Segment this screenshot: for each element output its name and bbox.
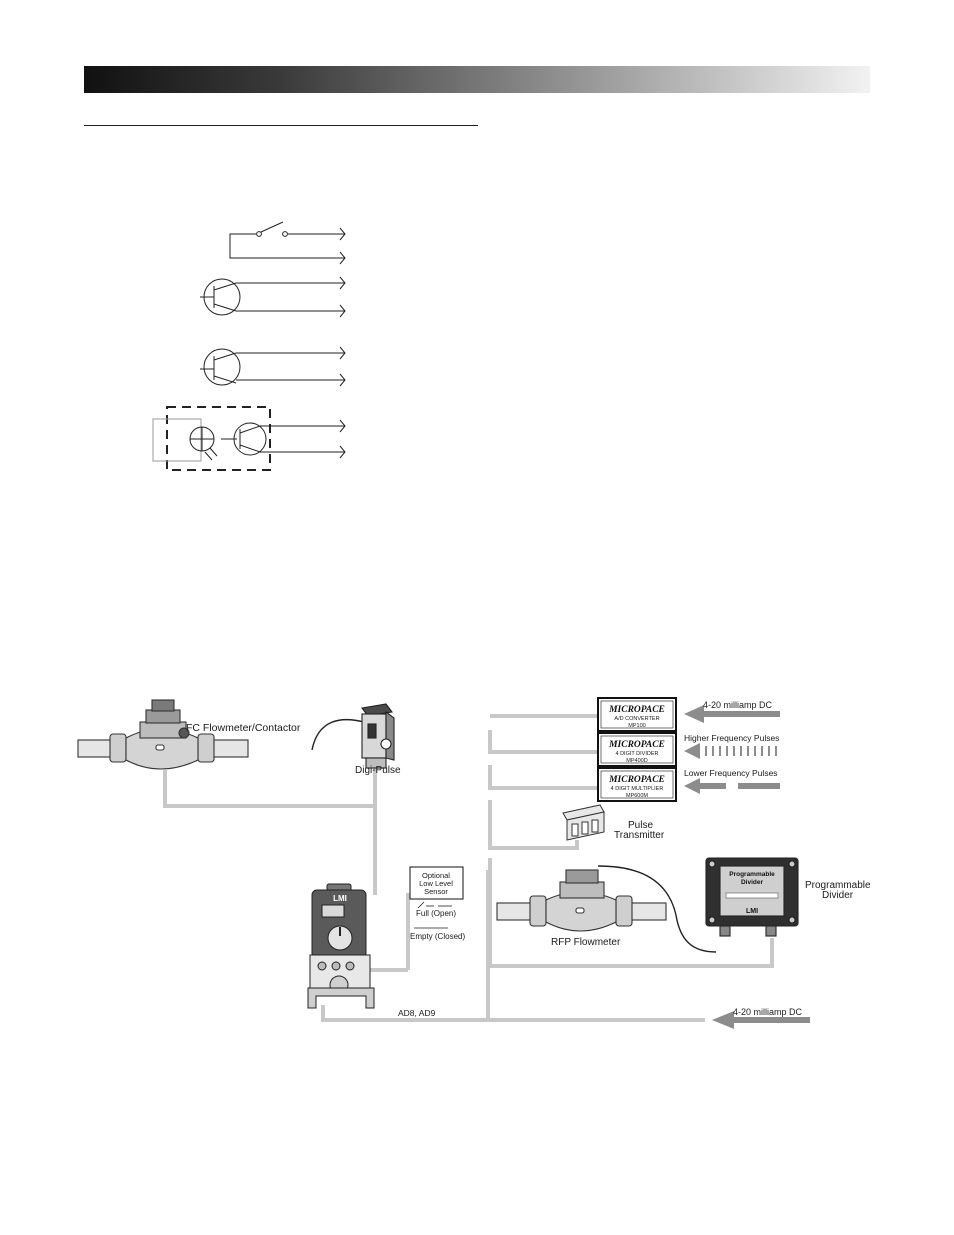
sensor-label-3: Sensor: [424, 887, 448, 896]
milliamp-label-top: 4-20 milliamp DC: [703, 700, 773, 710]
pulse-transmitter-label-2: Transmitter: [614, 830, 665, 841]
divider-box-brand: LMI: [746, 908, 758, 915]
low-level-sensor-box: Optional Low Level Sensor: [409, 866, 464, 900]
pulse-transmitter-label-1: Pulse: [628, 820, 653, 831]
rfp-flowmeter-drawing: [496, 865, 717, 953]
programmable-divider-drawing: [705, 857, 799, 937]
milliamp-arrow-top: [684, 705, 780, 723]
metering-pump-drawing: [307, 883, 375, 1009]
mp400d-type: 4 DIGIT DIVIDER: [616, 751, 659, 757]
divider-box-label-2: Divider: [741, 879, 764, 886]
mp600m-type: 4 DIGIT MULTIPLIER: [611, 786, 664, 792]
fc-flowmeter-label: FC Flowmeter/Contactor: [186, 722, 301, 734]
milliamp-label-bottom: 4-20 milliamp DC: [733, 1007, 803, 1017]
milliamp-arrow-bottom: [712, 1011, 810, 1029]
pump-brand-logo: LMI: [333, 894, 347, 903]
connection-wires: [163, 714, 774, 1022]
higher-frequency-label: Higher Frequency Pulses: [684, 733, 779, 743]
digi-pulse-label: Digi-Pulse: [355, 765, 401, 776]
sensor-label-1: Optional: [422, 871, 450, 880]
sensor-switch-symbols: [414, 901, 452, 929]
micropace-mp400d-module: MICROPACE 4 DIGIT DIVIDER MP400D: [597, 732, 677, 767]
pulse-transmitter-drawing: [562, 804, 605, 841]
lower-frequency-label: Lower Frequency Pulses: [684, 768, 778, 778]
micropace-mp100-module: MICROPACE A/D CONVERTER MP100: [597, 697, 677, 732]
sensor-label-2: Low Level: [419, 879, 453, 888]
programmable-divider-label-1: Programmable: [805, 880, 871, 891]
rfp-flowmeter-label: RFP Flowmeter: [551, 937, 621, 948]
empty-closed-label: Empty (Closed): [410, 932, 465, 941]
full-open-label: Full (Open): [416, 909, 456, 918]
open-collector-npn-schematic: [200, 276, 346, 318]
mp600m-model: MP600M: [626, 793, 648, 799]
mp100-brand: MICROPACE: [608, 705, 665, 715]
mp100-model: MP100: [628, 723, 645, 729]
higher-frequency-arrow: [684, 743, 777, 759]
contact-closure-schematic: [229, 221, 346, 265]
lower-frequency-arrow: [684, 778, 780, 794]
section-header-bar: [84, 66, 870, 93]
programmable-divider-label-2: Divider: [822, 890, 854, 901]
hall-effect-sensor-schematic: [152, 406, 346, 471]
mp100-type: A/D CONVERTER: [614, 716, 659, 722]
mp600m-brand: MICROPACE: [608, 775, 665, 785]
mp400d-model: MP400D: [626, 758, 647, 764]
section-heading-rule: [84, 125, 478, 126]
micropace-mp600m-module: MICROPACE 4 DIGIT MULTIPLIER MP600M: [597, 767, 677, 802]
fc-flowmeter-drawing: [77, 699, 249, 770]
divider-box-label-1: Programmable: [729, 871, 775, 878]
ad-models-label: AD8, AD9: [398, 1008, 436, 1018]
open-collector-pnp-schematic: [200, 346, 346, 387]
digi-pulse-drawing: [311, 703, 395, 769]
mp400d-brand: MICROPACE: [608, 740, 665, 750]
